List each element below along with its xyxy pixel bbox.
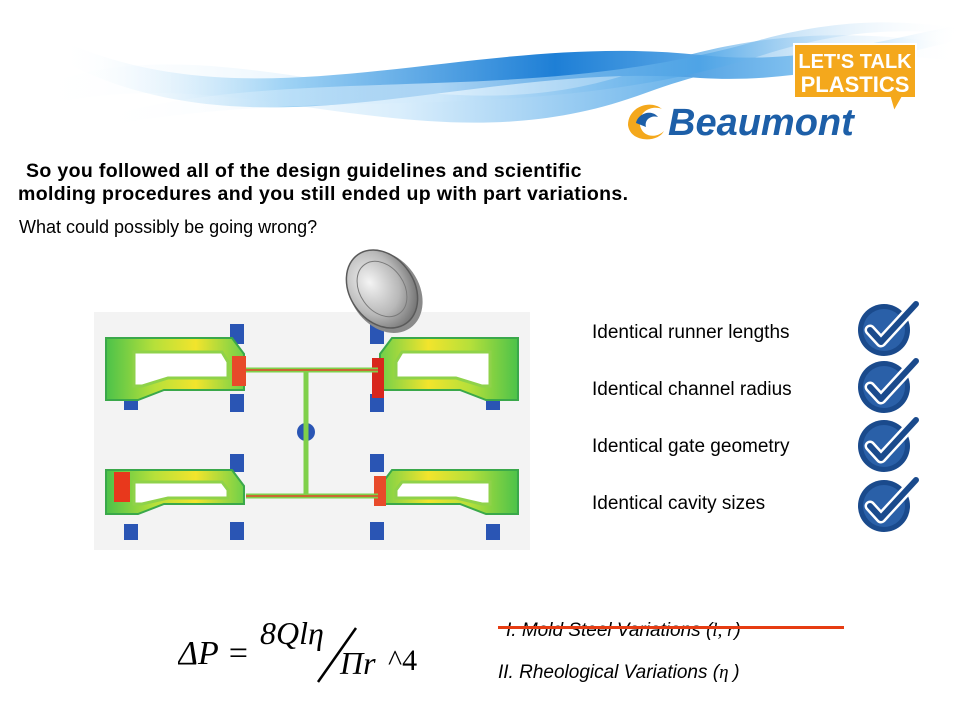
formula-power: ^4 (388, 644, 417, 677)
variation-mold-steel-symbol: l, r (712, 620, 735, 641)
variation-rheological-text: II. Rheological Variations ( (498, 662, 720, 683)
header-swoosh (30, 22, 960, 130)
headline: So you followed all of the design guidel… (18, 160, 878, 206)
checkmark-icon (858, 474, 922, 532)
variation-mold-steel-text: I. Mold Steel Variations ( (506, 620, 713, 641)
headline-line-2: molding procedures and you still ended u… (18, 183, 629, 205)
variation-rheological-close: ) (733, 662, 740, 683)
checkmark-icon (858, 414, 922, 472)
checklist-item-cavity-sizes: Identical cavity sizes (592, 493, 766, 514)
pressure-drop-formula: ΔP = 8Qlη Πr ^4 (178, 615, 417, 683)
coin-image (345, 249, 423, 333)
variation-mold-steel-close: ) (734, 620, 741, 641)
mold-flow-simulation-image (94, 312, 530, 550)
lets-talk-plastics-logo: LET'S TALK PLASTICS (793, 43, 917, 115)
checklist-item-channel-radius: Identical channel radius (592, 379, 792, 400)
variation-mold-steel: I. Mold Steel Variations (l, r) (506, 620, 741, 642)
beaumont-swirl-icon (628, 104, 664, 140)
variation-rheological-symbol: η (719, 662, 734, 683)
checkmark-icon (858, 298, 922, 356)
formula-denominator: Πr (339, 645, 376, 681)
headline-line-1: So you followed all of the design guidel… (26, 160, 582, 182)
beaumont-logo: Beaumont (628, 102, 855, 144)
variation-rheological: II. Rheological Variations (η ) (498, 662, 740, 684)
checklist-item-runner-lengths: Identical runner lengths (592, 322, 790, 343)
badge-line1: LET'S TALK (798, 51, 912, 73)
formula-numerator: 8Qlη (260, 615, 324, 651)
strikethrough-line (498, 626, 844, 629)
formula-fraction-slash (316, 627, 358, 683)
headline-question: What could possibly be going wrong? (19, 217, 318, 237)
formula-lhs: ΔP = (178, 635, 250, 672)
badge-line2: PLASTICS (801, 72, 910, 97)
checkmark-icon (858, 355, 922, 413)
beaumont-wordmark: Beaumont (668, 102, 855, 144)
checklist-item-gate-geometry: Identical gate geometry (592, 436, 790, 457)
